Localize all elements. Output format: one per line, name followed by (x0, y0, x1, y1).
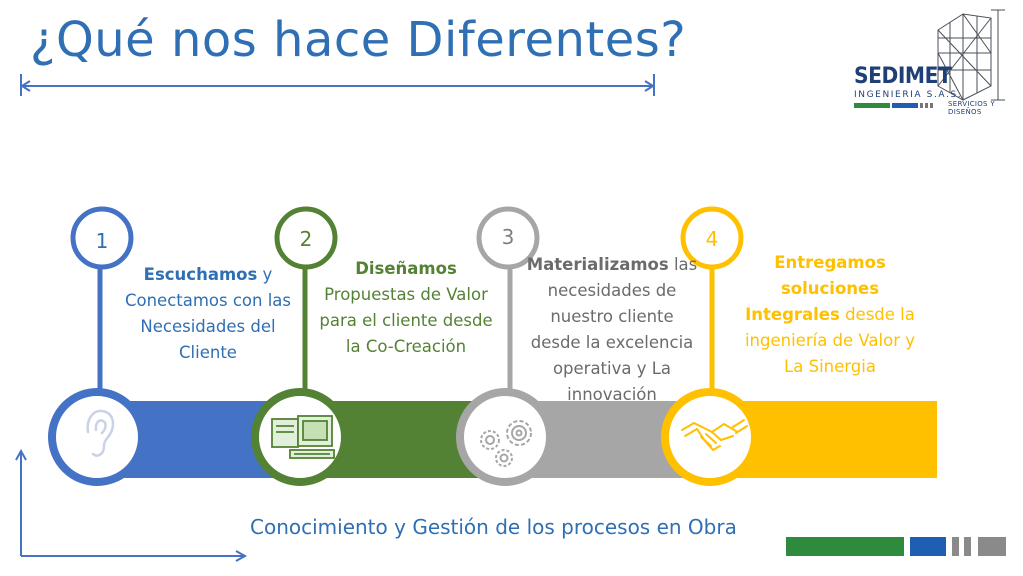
step-3-bold: Materializamos (526, 255, 669, 274)
step-1-number: 1 (96, 229, 109, 253)
footer-gray-bar (952, 537, 959, 556)
handshake-icon (681, 419, 748, 451)
step-2-number: 2 (300, 227, 313, 251)
logo-green-bar (854, 103, 890, 108)
footer-gray-bar (978, 537, 1006, 556)
company-logo: SEDIMET INGENIERIA S.A.S. SERVICIOS Y DI… (848, 8, 1018, 118)
ear-icon (86, 409, 115, 457)
gears-icon (480, 420, 532, 467)
step-4-number-circle (680, 206, 744, 270)
logo-gray-bar (930, 103, 933, 108)
footer-gray-bar (964, 537, 971, 556)
footer-green-bar (786, 537, 904, 556)
logo-scaffold-graphic (937, 9, 1005, 101)
step-4-bold: Entregamos soluciones Integrales (745, 253, 886, 324)
title-underline-arrow (20, 74, 655, 96)
step-1-number-circle (70, 206, 134, 270)
logo-tagline: SERVICIOS Y DISEÑOS (948, 100, 995, 116)
footer-blue-bar (910, 537, 946, 556)
page-title: ¿Qué nos hace Diferentes? (30, 12, 687, 68)
step-2-number-circle (274, 206, 338, 270)
step-2-bold: Diseñamos (355, 259, 457, 278)
logo-blue-bar (892, 103, 918, 108)
step-2-text: Propuestas de Valor para el cliente desd… (319, 285, 493, 356)
logo-name: SEDIMET (854, 64, 952, 89)
logo-subtitle: INGENIERIA S.A.S. (854, 90, 963, 100)
step-1-icon-circle (48, 388, 146, 486)
step-3-icon-circle (456, 388, 554, 486)
step-4-description: Entregamos soluciones Integrales desde l… (738, 250, 922, 380)
step-4-text: desde la ingeniería de Valor y La Sinerg… (744, 305, 916, 376)
step-4-number: 4 (706, 227, 719, 251)
step-1-description: Escuchamos y Conectamos con las Necesida… (118, 262, 298, 366)
computer-icon (271, 415, 335, 459)
step-3-text: las necesidades de nuestro cliente desde… (530, 255, 698, 404)
step-3-number-circle (476, 206, 540, 270)
bottom-caption: Conocimiento y Gestión de los procesos e… (250, 515, 737, 539)
step-1-text: y Conectamos con las Necesidades del Cli… (124, 265, 292, 362)
logo-gray-bar (925, 103, 928, 108)
step-1-bold: Escuchamos (143, 265, 258, 284)
step-3-description: Materializamos las necesidades de nuestr… (524, 252, 700, 408)
logo-gray-bar (920, 103, 923, 108)
step-3-number: 3 (502, 225, 515, 249)
step-2-description: Diseñamos Propuestas de Valor para el cl… (318, 256, 494, 360)
timeline-axis (15, 448, 248, 562)
